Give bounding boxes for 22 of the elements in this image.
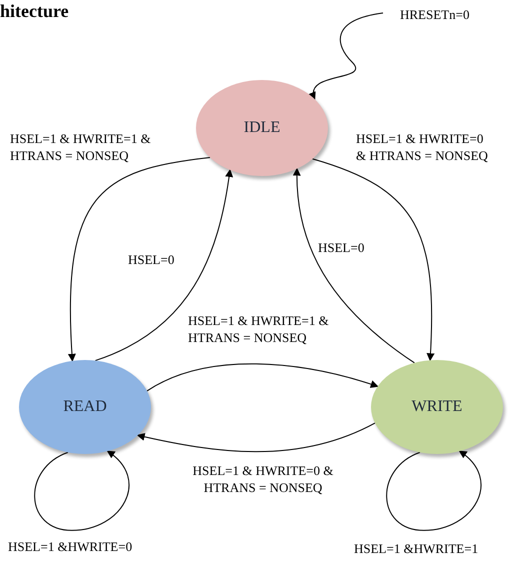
transition-arrow [146,363,379,392]
edge-label: HSEL=1 &HWRITE=0 [8,538,134,555]
self-loop-arrow [34,450,130,531]
self-loop-arrow [386,450,482,531]
edge-label: HSEL=0 [318,239,366,256]
transition-arrow [94,169,233,362]
edge-label: HSEL=1 & HWRITE=0 & HTRANS = NONSEQ [356,130,489,164]
edge-label: HSEL=0 [128,251,176,268]
edge-label: HSEL=1 &HWRITE=1 [354,540,480,557]
edge-label: HSEL=1 & HWRITE=1 & HTRANS = NONSEQ [188,312,330,346]
transition-arrow [293,168,415,364]
edge-label: HSEL=1 & HWRITE=0 & HTRANS = NONSEQ [192,462,334,496]
transition-arrow [312,158,434,362]
state-ellipse: WRITE [371,360,503,454]
edge-label: HSEL=1 & HWRITE=1 & HTRANS = NONSEQ [10,130,152,164]
heading: hitecture [0,0,69,22]
state-ellipse: READ [19,360,151,454]
state-ellipse: IDLE [196,80,328,176]
transition-arrow [68,157,210,362]
transition-arrow [136,422,376,452]
transition-arrow [309,12,384,100]
edge-label: HRESETn=0 [400,6,470,23]
